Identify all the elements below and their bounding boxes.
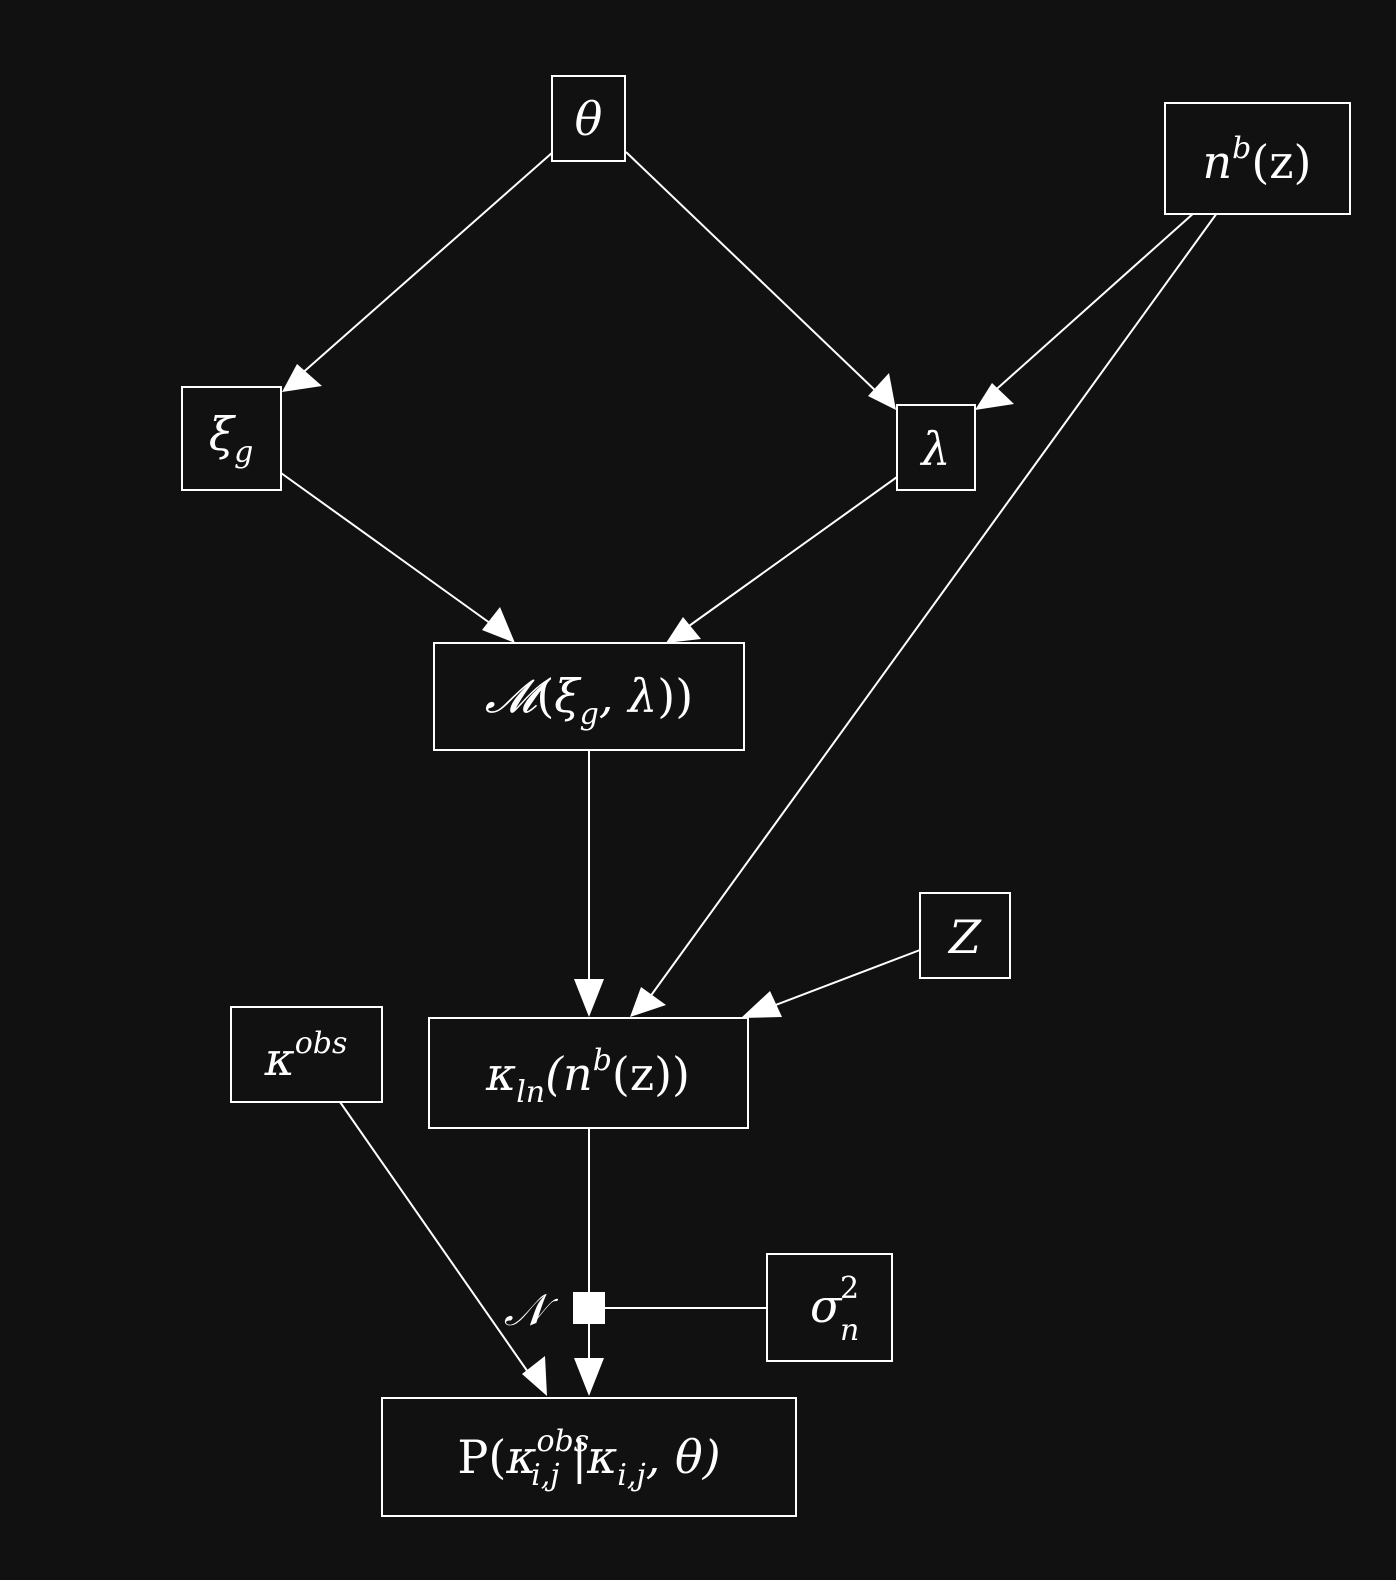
node-theta-label: θ xyxy=(575,92,603,146)
node-xi-g: ξg xyxy=(181,386,282,491)
edge-xi-g-to-model xyxy=(280,472,502,632)
node-kappa-obs: κobs xyxy=(230,1006,383,1103)
arrowhead-likelihood-from-kappa-obs xyxy=(522,1356,547,1396)
node-lambda-box xyxy=(896,404,976,491)
node-kappa-ln: κln(nb(z)) xyxy=(428,1017,749,1129)
node-kappa-ln-box xyxy=(428,1017,749,1129)
node-xi-g-box xyxy=(181,386,282,491)
edge-z-to-kappa-ln xyxy=(759,949,921,1012)
edge-theta-to-xi-g xyxy=(298,151,554,377)
node-model-box xyxy=(433,642,745,751)
node-kappa-ln-label: κln(nb(z)) xyxy=(485,1043,690,1110)
node-lambda: λ xyxy=(896,404,976,491)
node-sigma-box xyxy=(766,1253,893,1362)
arrowhead-lambda-from-nbz xyxy=(975,383,1014,410)
arrowhead-likelihood-from-factor xyxy=(574,1358,604,1396)
node-kappa-obs-box xyxy=(230,1006,383,1103)
arrowheads xyxy=(282,364,1014,1396)
node-theta: θ xyxy=(551,75,626,162)
node-z-label: Z xyxy=(947,910,982,964)
arrowhead-xi-g xyxy=(282,364,322,392)
node-lambda-label: λ xyxy=(919,422,950,476)
node-z-box xyxy=(919,892,1011,979)
edge-lambda-to-model xyxy=(681,476,898,632)
node-likelihood-box xyxy=(381,1397,797,1517)
node-kappa-obs-label: κobs xyxy=(264,1026,348,1086)
arrowhead-model-from-lambda xyxy=(666,617,701,643)
node-nbz-label: nb(z) xyxy=(1203,131,1312,189)
node-model-label: 𝓜(ξg, λ)) xyxy=(485,669,693,732)
arrowhead-lambda-from-theta xyxy=(868,373,896,410)
arrowhead-kappa-ln-from-nbz xyxy=(630,987,666,1017)
edge-theta-to-lambda xyxy=(625,151,881,396)
node-z: Z xyxy=(919,892,1011,979)
edges xyxy=(280,151,1218,1386)
node-nbz-box xyxy=(1164,102,1351,215)
edge-nbz-to-lambda xyxy=(989,211,1196,396)
node-theta-box xyxy=(551,75,626,162)
node-nbz: nb(z) xyxy=(1164,102,1351,215)
arrowhead-kappa-ln-from-z xyxy=(741,991,782,1018)
edge-kappa-obs-to-likelihood xyxy=(339,1101,538,1386)
arrowhead-model-from-xi-g xyxy=(482,607,515,643)
factor-square xyxy=(573,1292,605,1324)
edge-nbz-to-kappa-ln xyxy=(646,212,1218,1002)
arrowhead-kappa-ln-from-model xyxy=(574,979,604,1017)
node-xi-g-label: ξg xyxy=(209,407,254,470)
node-model: 𝓜(ξg, λ)) xyxy=(433,642,745,751)
